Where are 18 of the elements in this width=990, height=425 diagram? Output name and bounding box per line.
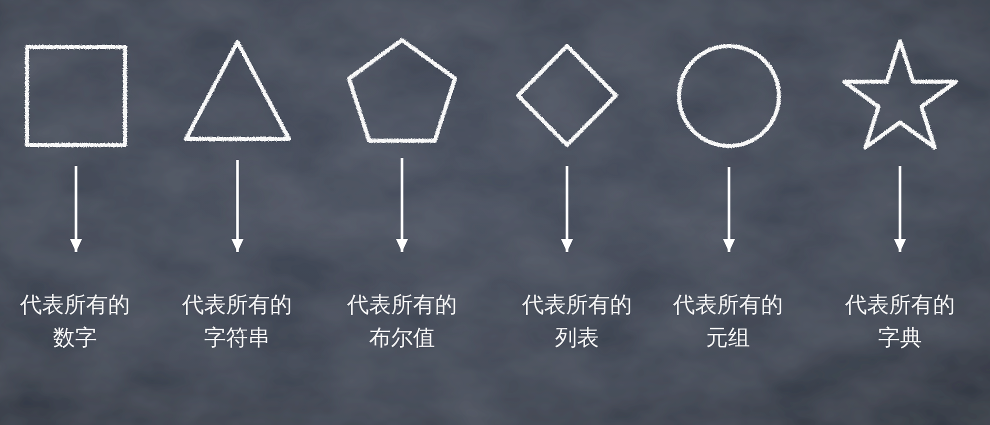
arrow <box>232 160 244 252</box>
type-caption: 代表所有的元组 <box>668 289 788 355</box>
triangle-shape <box>183 39 292 142</box>
arrow <box>70 166 82 252</box>
arrow <box>561 166 573 252</box>
type-caption: 代表所有的数字 <box>15 289 135 355</box>
square-shape <box>24 44 128 148</box>
type-caption: 代表所有的列表 <box>517 289 637 355</box>
star-shape <box>841 38 959 148</box>
arrow <box>894 166 906 252</box>
type-caption: 代表所有的布尔值 <box>342 289 462 355</box>
arrow <box>396 158 408 252</box>
diamond-shape <box>515 43 619 148</box>
pentagon-shape <box>346 37 458 140</box>
circle-shape <box>676 43 782 149</box>
type-caption: 代表所有的字符串 <box>177 289 297 355</box>
arrow <box>723 167 735 252</box>
type-caption: 代表所有的字典 <box>840 289 960 355</box>
